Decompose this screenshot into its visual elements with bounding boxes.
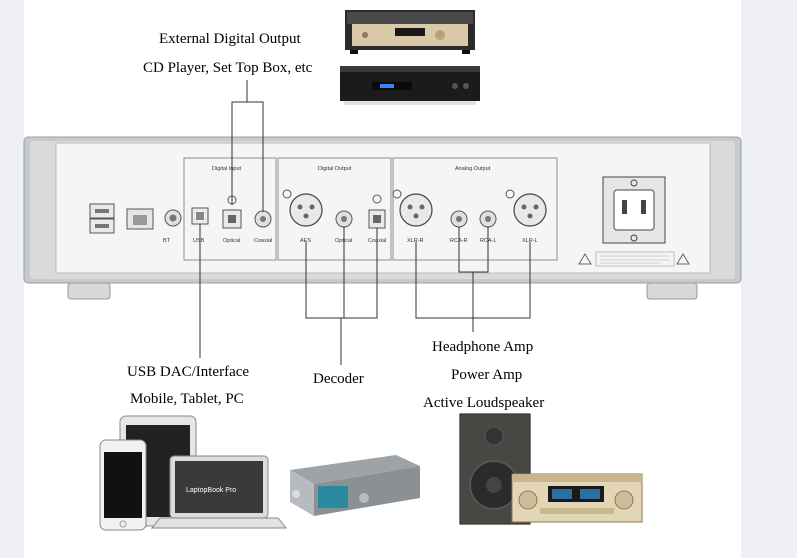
aes-output-port (282, 189, 323, 227)
rca-left-port (479, 210, 497, 228)
xlr-left-port (505, 189, 547, 227)
power-amp-device (511, 473, 643, 523)
aes-label: AES (300, 238, 312, 244)
connection-wires (199, 80, 531, 365)
xlr-r-label: XLR-R (407, 238, 424, 244)
xlr-right-port (392, 189, 433, 227)
active-loudspeaker-label: Active Loudspeaker (423, 395, 545, 411)
coaxial-out-label: Coaxial (368, 238, 387, 244)
usb-dac-label: USB DAC/Interface (127, 364, 250, 380)
cd-player-label: CD Player, Set Top Box, etc (143, 60, 313, 76)
bt-label: BT (163, 238, 171, 244)
optical-in-label: Optical (223, 238, 241, 244)
laptop-brand-text: LaptopBook Pro (186, 487, 236, 494)
warning-label (578, 251, 690, 267)
external-digital-output-label: External Digital Output (159, 31, 301, 47)
bluetooth-antenna-port (164, 209, 182, 227)
rca-right-port (450, 210, 468, 228)
optical-out-label: Optical (335, 238, 353, 244)
optical-output-coax-port (335, 210, 353, 228)
xlr-l-label: XLR-L (522, 238, 538, 244)
usb-a-ports (89, 203, 115, 234)
laptop-device: LaptopBook Pro (150, 455, 288, 529)
amplifier-device-top (345, 10, 475, 54)
optical-output-port (368, 194, 386, 229)
coaxial-in-label: Coaxial (254, 238, 273, 244)
background-right-margin (741, 0, 797, 558)
background-left-margin (0, 0, 24, 558)
power-amp-label: Power Amp (451, 367, 523, 383)
ethernet-port (126, 208, 154, 230)
headphone-amp-label: Headphone Amp (432, 339, 534, 355)
phone-device (99, 439, 147, 531)
digital-output-label: Digital Output (318, 166, 352, 172)
analog-output-label: Analog Output (455, 166, 491, 172)
digital-input-label: Digital Input (212, 166, 242, 172)
decoder-device (290, 455, 420, 516)
dac-chassis (23, 136, 742, 300)
power-inlet (602, 176, 666, 244)
rca-r-label: RCA-R (450, 238, 468, 244)
coaxial-input-port (254, 210, 272, 228)
mobile-label: Mobile, Tablet, PC (130, 391, 244, 407)
decoder-label: Decoder (313, 371, 364, 387)
usb-b-port (191, 207, 209, 225)
set-top-box-device (340, 66, 480, 105)
usb-port-label: USB (193, 238, 205, 244)
rca-l-label: RCA-L (480, 238, 497, 244)
